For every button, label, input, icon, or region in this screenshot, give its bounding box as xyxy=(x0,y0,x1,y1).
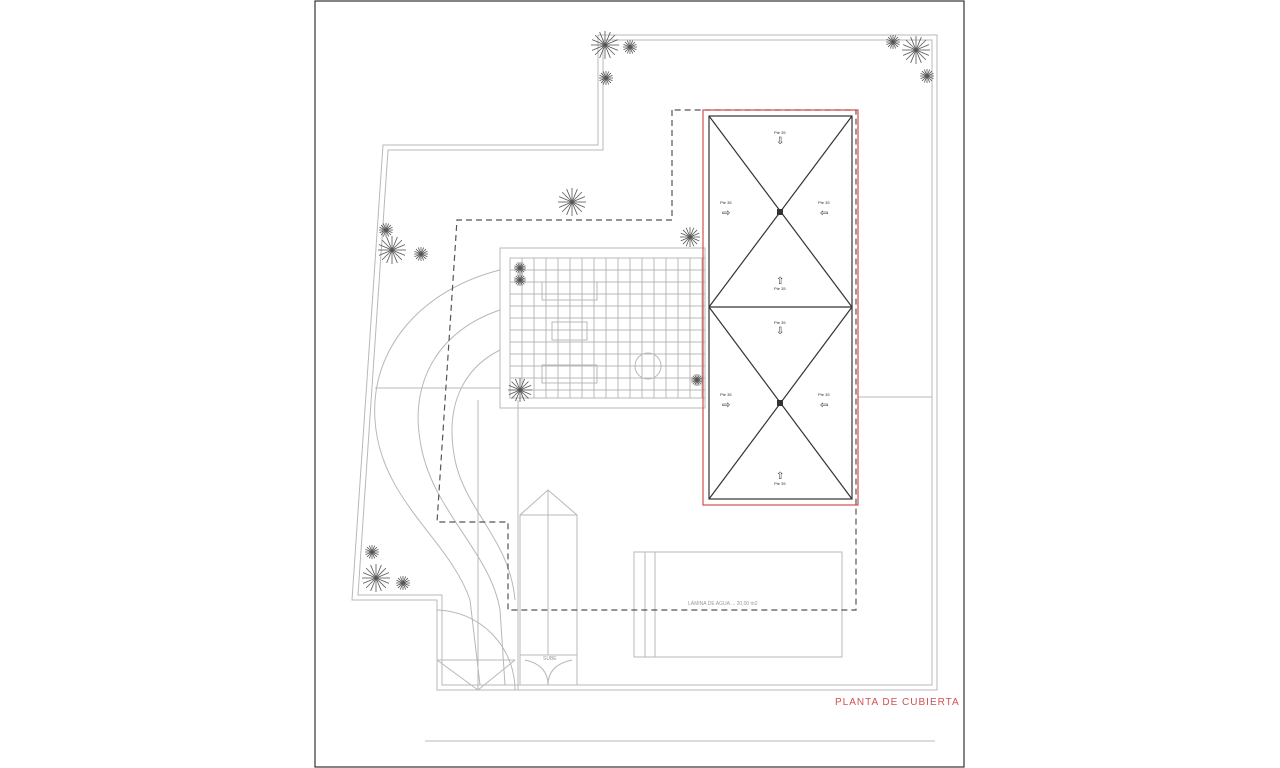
plant-icon xyxy=(599,71,613,85)
curved-driveway xyxy=(374,269,519,691)
slope-label: Pte 35 xyxy=(774,320,786,325)
plant-icon xyxy=(378,236,406,264)
sheet-frame xyxy=(314,0,965,768)
plant-icon xyxy=(514,274,526,286)
plant-icon xyxy=(680,227,700,247)
hipped-roof xyxy=(702,109,859,506)
slope-label: Pte 35 xyxy=(774,130,786,135)
arrow-up-icon: ⇧ xyxy=(776,276,784,287)
plant-icon xyxy=(379,223,393,237)
plant-icon xyxy=(362,564,390,592)
slope-label: Pte 35 xyxy=(774,481,786,486)
drawing-title: PLANTA DE CUBIERTA xyxy=(835,697,960,708)
slope-label: Pte 35 xyxy=(720,392,732,397)
plant-icon xyxy=(365,545,379,559)
arrow-down-icon: ⇩ xyxy=(776,136,784,147)
plant-icon xyxy=(591,31,619,59)
plant-icon xyxy=(508,378,532,402)
slope-label: Pte 35 xyxy=(774,286,786,291)
plant-icon xyxy=(414,247,428,261)
stair-label: SUBE xyxy=(543,656,557,662)
arrow-right-icon: ⇨ xyxy=(722,400,730,411)
arrow-right-icon: ⇨ xyxy=(722,208,730,219)
ridge-node xyxy=(777,400,783,406)
arrow-left-icon: ⇦ xyxy=(820,400,828,411)
plant-icon xyxy=(902,36,930,64)
plant-icon xyxy=(558,188,586,216)
plant-icon xyxy=(623,40,637,54)
slope-label: Pte 35 xyxy=(720,200,732,205)
arrow-down-icon: ⇩ xyxy=(776,326,784,337)
plant-icon xyxy=(691,374,703,386)
plant-icon xyxy=(886,35,900,49)
plant-icon xyxy=(396,576,410,590)
plant-icon xyxy=(514,262,526,274)
slope-labels: Pte 35⇩Pte 35⇧Pte 35⇩Pte 35⇧Pte 35⇨Pte 3… xyxy=(720,130,830,486)
slope-label: Pte 35 xyxy=(818,200,830,205)
plants xyxy=(362,31,934,592)
arrow-up-icon: ⇧ xyxy=(776,471,784,482)
pool: LÁMINA DE AGUA ... 20,00 m2 xyxy=(633,551,843,658)
upper-floor-outline xyxy=(436,109,857,611)
plant-icon xyxy=(920,69,934,83)
stair: SUBE xyxy=(519,489,578,686)
terrace xyxy=(499,247,706,409)
arrow-left-icon: ⇦ xyxy=(820,208,828,219)
ridge-node xyxy=(777,209,783,215)
slope-label: Pte 35 xyxy=(818,392,830,397)
plot-boundary xyxy=(351,34,938,691)
pool-label: LÁMINA DE AGUA ... 20,00 m2 xyxy=(688,600,758,607)
